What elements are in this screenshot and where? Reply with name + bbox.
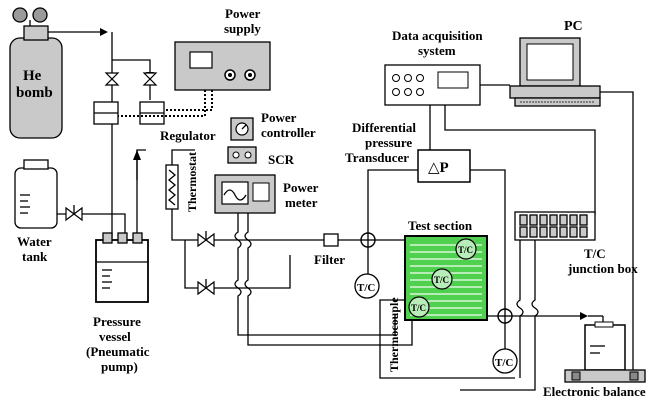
filter-label: Filter [314, 252, 345, 267]
pressure-vessel [95, 232, 149, 303]
power-meter-label-line1: Power [283, 180, 319, 195]
arrow-icon [100, 28, 108, 36]
regulator [93, 101, 165, 125]
valve-icon [197, 231, 215, 248]
pressure-vessel-label-line2: vessel [99, 329, 131, 344]
tc-junction-label-line2: junction box [567, 261, 638, 276]
electronic-balance [564, 369, 646, 383]
pressure-vessel-label-line1: Pressure [93, 314, 141, 329]
power-controller [230, 117, 254, 141]
power-supply-unit [174, 41, 271, 91]
water-line [136, 149, 146, 233]
tc-top: T/C [455, 238, 477, 260]
thermostat [165, 164, 179, 210]
tc-wire [516, 240, 524, 378]
pc-computer [509, 37, 601, 107]
collection-beaker [584, 321, 626, 371]
thermostat-label: Thermostat [185, 152, 199, 212]
power-supply-label-line2: supply [224, 21, 261, 36]
he-bomb-label-line2: bomb [16, 85, 53, 101]
gauge-icon [32, 7, 48, 23]
he-bomb-label-line1: He [23, 68, 42, 84]
main-flow-line [171, 209, 340, 241]
power-supply-label-line1: Power [225, 6, 261, 21]
power-cable [244, 213, 413, 346]
he-bomb-cylinder [9, 7, 63, 139]
gauge-icon [12, 7, 28, 23]
svg-text:T/C: T/C [495, 357, 513, 369]
tc-inlet: T/C [354, 273, 380, 299]
water-tank-label-line2: tank [22, 249, 48, 264]
svg-text:T/C: T/C [357, 282, 375, 294]
valve-icon [197, 279, 215, 296]
gas-branch [112, 59, 151, 100]
differential-pressure-transducer: △P [417, 149, 471, 183]
pressure-vessel-label-line4: pump) [101, 359, 138, 374]
thermocouple-label: Thermocouple [387, 297, 401, 372]
power-meter [214, 174, 276, 214]
water-line [171, 149, 195, 165]
power-controller-label-line2: controller [261, 125, 316, 140]
svg-text:△P: △P [428, 160, 449, 176]
power-meter-label-line2: meter [285, 195, 318, 210]
scr-label: SCR [268, 152, 295, 167]
regulator-label: Regulator [160, 128, 216, 143]
junction-cross-icon [360, 232, 376, 248]
pressure-tap-line [470, 169, 506, 309]
arrow-icon [580, 312, 588, 320]
water-tank [14, 159, 58, 229]
tc-bottom: T/C [408, 296, 430, 318]
tc-mid: T/C [431, 268, 453, 290]
tc-junction-box [514, 211, 596, 241]
svg-text:T/C: T/C [458, 245, 473, 255]
tc-outlet: T/C [492, 348, 518, 374]
svg-text:T/C: T/C [434, 275, 449, 285]
signal-line [444, 105, 596, 215]
pressure-vessel-label-line3: (Pneumatic [86, 344, 150, 359]
diff-label-line3: Transducer [345, 150, 409, 165]
power-controller-label-line1: Power [261, 110, 297, 125]
tc-junction-label-line1: T/C [584, 246, 606, 261]
tc-wire [460, 240, 539, 391]
valve-icon [142, 72, 158, 86]
svg-text:T/C: T/C [411, 303, 426, 313]
diff-label-line1: Differential [352, 120, 416, 135]
test-section-label: Test section [408, 218, 473, 233]
valve-icon [104, 72, 120, 86]
daq-label-line1: Data acquisition [392, 28, 483, 43]
valve-icon [65, 205, 83, 222]
pc-label: PC [564, 19, 583, 34]
electronic-balance-label: Electronic balance [543, 384, 646, 399]
daq-label-line2: system [418, 43, 456, 58]
diff-label-line2: pressure [365, 135, 412, 150]
pc-balance-line [600, 91, 634, 372]
thermocouple-wire [379, 299, 515, 379]
data-acquisition-system [384, 64, 481, 106]
pressure-tap-line [367, 169, 418, 233]
scr-unit [227, 146, 257, 164]
junction-cross-icon [497, 308, 513, 324]
electrical-line [164, 90, 213, 111]
water-tank-label-line1: Water [17, 234, 52, 249]
filter [323, 233, 339, 247]
power-cable [234, 213, 396, 336]
electrical-line [118, 90, 206, 117]
